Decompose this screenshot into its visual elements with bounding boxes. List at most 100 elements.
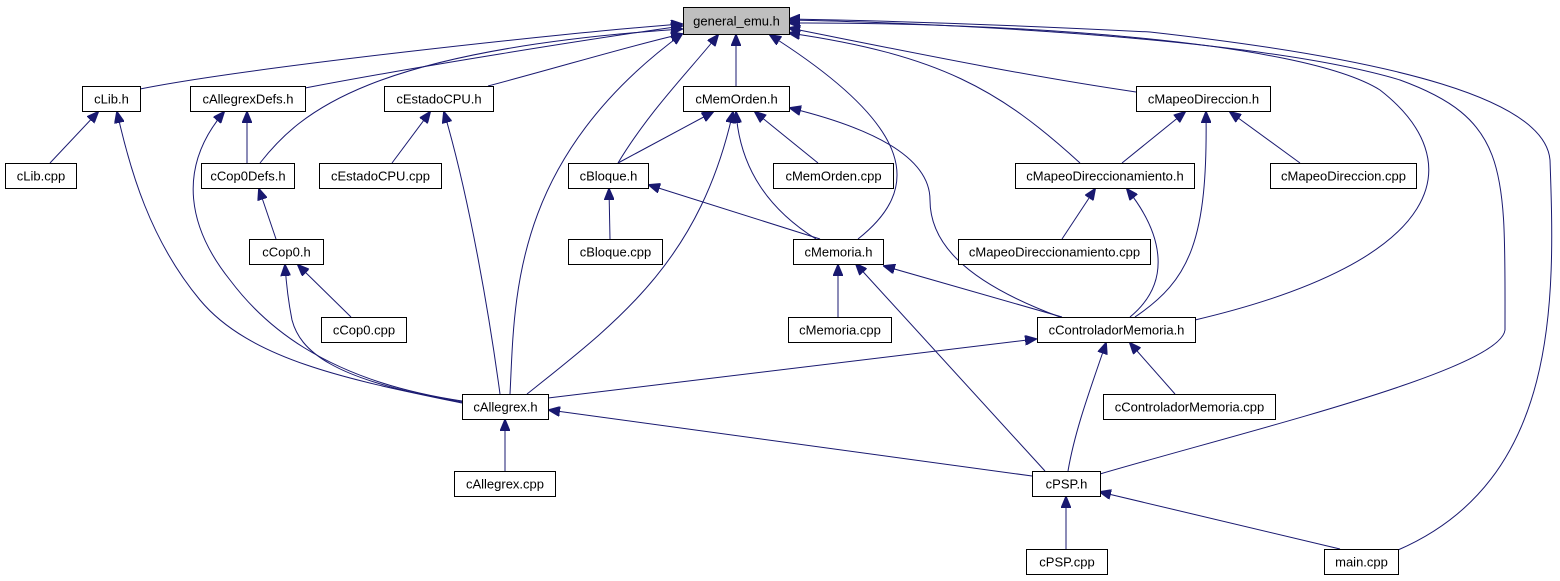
- edge-ccop0_h-to-ccop0defs_h: [259, 189, 277, 240]
- edge-callegrex_h-to-general_emu: [509, 34, 682, 395]
- edge-cestadocpu_cpp-to-cestadocpu_h: [391, 112, 430, 164]
- edge-cpsp_h-to-general_emu: [789, 20, 1506, 475]
- node-label: cMapeoDireccion.h: [1148, 92, 1259, 107]
- node-label: main.cpp: [1335, 555, 1388, 570]
- node-label: cMapeoDireccionamiento.h: [1026, 169, 1184, 184]
- node-box: [1324, 549, 1399, 575]
- node-box: [321, 317, 407, 343]
- node-clib-h[interactable]: cLib.h: [82, 86, 141, 112]
- node-box: [1032, 471, 1101, 497]
- node-label: cCop0Defs.h: [210, 169, 285, 184]
- node-general-emu[interactable]: general_emu.h: [683, 7, 790, 35]
- node-cpsp-cpp[interactable]: cPSP.cpp: [1026, 549, 1108, 575]
- edge-cmapeodireccionamiento_h-to-cmapeodireccion_h: [1121, 112, 1185, 164]
- node-box: [1015, 163, 1195, 189]
- node-label: cControladorMemoria.cpp: [1115, 400, 1265, 415]
- node-label: cEstadoCPU.cpp: [331, 169, 430, 184]
- node-label: cLib.h: [94, 92, 129, 107]
- node-callegrex-cpp[interactable]: cAllegrex.cpp: [454, 471, 556, 497]
- edge-ccontroladormemoria_h-to-cmemorden_h: [790, 108, 1061, 318]
- node-label: cMapeoDireccion.cpp: [1281, 169, 1406, 184]
- edge-cbloque_h-to-general_emu: [617, 35, 718, 164]
- edge-cmemoria_h-to-general_emu: [770, 35, 898, 240]
- node-cmemorden-cpp[interactable]: cMemOrden.cpp: [773, 163, 894, 189]
- node-cmemoria-h[interactable]: cMemoria.h: [793, 239, 884, 265]
- node-box: [683, 7, 790, 35]
- edge-ccontroladormemoria_h-to-cmapeodireccion_h: [1134, 112, 1206, 318]
- node-label: general_emu.h: [693, 14, 780, 29]
- node-label: cLib.cpp: [17, 169, 65, 184]
- node-label: cEstadoCPU.h: [396, 92, 481, 107]
- edge-cmemorden_cpp-to-cmemorden_h: [755, 112, 819, 164]
- file-nodes: general_emu.h cLib.h cAllegrexDefs.h cEstad…: [5, 7, 1417, 575]
- edge-ccop0defs_h-to-general_emu: [259, 29, 682, 164]
- edge-ccop0_cpp-to-ccop0_h: [298, 265, 352, 318]
- node-box: [568, 239, 663, 265]
- node-label: cMapeoDireccionamiento.cpp: [969, 245, 1140, 260]
- node-label: cCop0.cpp: [333, 323, 395, 338]
- node-callegrexdefs-h[interactable]: cAllegrexDefs.h: [190, 86, 306, 112]
- node-ccop0defs-h[interactable]: cCop0Defs.h: [201, 163, 295, 189]
- edge-cbloque_h-to-cmemorden_h: [617, 112, 713, 164]
- node-box: [1026, 549, 1108, 575]
- node-label: cMemOrden.cpp: [785, 169, 881, 184]
- edge-cestadocpu_h-to-general_emu: [487, 34, 682, 87]
- edge-cpsp_h-to-callegrex_h: [549, 410, 1033, 477]
- edge-cpsp_h-to-cmemoria_h: [856, 264, 1046, 472]
- node-label: cBloque.cpp: [580, 245, 652, 260]
- edge-cmapeodireccion_h-to-general_emu: [789, 28, 1137, 93]
- node-ccop0-h[interactable]: cCop0.h: [249, 239, 324, 265]
- node-cestadocpu-h[interactable]: cEstadoCPU.h: [384, 86, 494, 112]
- node-box: [1270, 163, 1417, 189]
- node-cmemorden-h[interactable]: cMemOrden.h: [683, 86, 790, 112]
- edge-clib_h-to-general_emu: [139, 24, 682, 90]
- node-cmapeodireccion-cpp[interactable]: cMapeoDireccion.cpp: [1270, 163, 1417, 189]
- edge-callegrex_h-to-cestadocpu_h: [444, 112, 501, 395]
- node-label: cMemOrden.h: [695, 92, 777, 107]
- edge-clib_cpp-to-clib_h: [49, 112, 98, 164]
- node-cpsp-h[interactable]: cPSP.h: [1032, 471, 1101, 497]
- node-callegrex-h[interactable]: cAllegrex.h: [462, 394, 549, 420]
- node-box: [793, 239, 884, 265]
- node-cmemoria-cpp[interactable]: cMemoria.cpp: [788, 317, 892, 343]
- edge-callegrex_h-to-cmemorden_h: [526, 112, 733, 395]
- node-box: [82, 86, 141, 112]
- edge-cmapeodireccionamiento_h-to-general_emu: [789, 33, 1081, 164]
- node-box: [788, 317, 892, 343]
- node-label: cMemoria.cpp: [799, 323, 881, 338]
- node-box: [462, 394, 549, 420]
- node-cestadocpu-cpp[interactable]: cEstadoCPU.cpp: [319, 163, 442, 189]
- edge-ccontroladormemoria_h-to-cmemoria_h: [884, 266, 1063, 318]
- edge-cmapeodireccionamiento_cpp-to-cmapeodireccionamiento_h: [1061, 189, 1095, 240]
- node-box: [249, 239, 324, 265]
- node-ccop0-cpp[interactable]: cCop0.cpp: [321, 317, 407, 343]
- edge-main_cpp-to-general_emu: [789, 19, 1553, 551]
- node-box: [773, 163, 894, 189]
- node-cmapeodireccionamiento-cpp[interactable]: cMapeoDireccionamiento.cpp: [958, 239, 1151, 265]
- node-box: [568, 163, 649, 189]
- node-label: cAllegrexDefs.h: [202, 92, 293, 107]
- node-main-cpp[interactable]: main.cpp: [1324, 549, 1399, 575]
- node-label: cControladorMemoria.h: [1049, 323, 1185, 338]
- node-ccontroladormemoria-cpp[interactable]: cControladorMemoria.cpp: [1103, 394, 1276, 420]
- node-box: [384, 86, 494, 112]
- node-box: [958, 239, 1151, 265]
- edge-cmapeodireccion_cpp-to-cmapeodireccion_h: [1230, 112, 1301, 164]
- node-cbloque-h[interactable]: cBloque.h: [568, 163, 649, 189]
- edge-ccontroladormemoria_cpp-to-ccontroladormemoria_h: [1130, 343, 1176, 395]
- node-label: cPSP.h: [1046, 477, 1088, 492]
- node-box: [1136, 86, 1271, 112]
- edge-callegrex_h-to-clib_h: [117, 112, 463, 404]
- node-cmapeodireccionamiento-h[interactable]: cMapeoDireccionamiento.h: [1015, 163, 1195, 189]
- node-box: [1103, 394, 1276, 420]
- node-ccontroladormemoria-h[interactable]: cControladorMemoria.h: [1037, 317, 1196, 343]
- edge-callegrex_h-to-callegrexdefs_h: [192, 112, 463, 402]
- node-box: [683, 86, 790, 112]
- node-clib-cpp[interactable]: cLib.cpp: [5, 163, 77, 189]
- node-cmapeodireccion-h[interactable]: cMapeoDireccion.h: [1136, 86, 1271, 112]
- edge-main_cpp-to-cpsp_h: [1100, 492, 1341, 550]
- node-box: [454, 471, 556, 497]
- node-label: cAllegrex.cpp: [466, 477, 544, 492]
- edge-ccontroladormemoria_h-to-cmapeodireccionamiento_h: [1127, 189, 1159, 318]
- node-cbloque-cpp[interactable]: cBloque.cpp: [568, 239, 663, 265]
